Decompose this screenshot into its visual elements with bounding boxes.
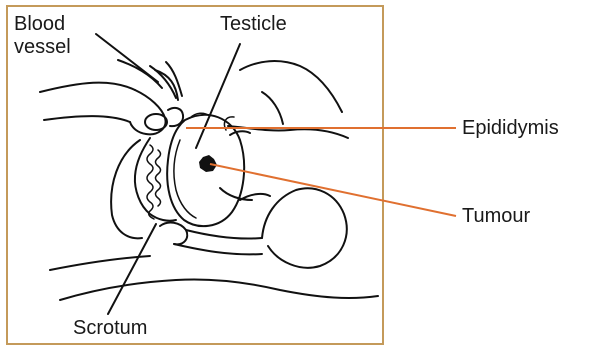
orange-callout-lines [186, 128, 456, 216]
label-blood-vessel-line2: vessel [14, 36, 71, 58]
label-scrotum: Scrotum [73, 317, 147, 340]
blood-vessel-drawing [118, 60, 182, 98]
right-upper-hand-drawing [224, 61, 348, 138]
label-blood-vessel: Blood vessel [14, 13, 71, 59]
label-testicle: Testicle [220, 13, 287, 36]
label-blood-vessel-line1: Blood [14, 13, 65, 35]
upper-hand-drawing [40, 70, 183, 134]
tumour-drawing [199, 155, 217, 172]
label-epididymis: Epididymis [462, 117, 559, 140]
lower-hand-drawing [50, 188, 378, 300]
label-tumour: Tumour [462, 205, 530, 228]
